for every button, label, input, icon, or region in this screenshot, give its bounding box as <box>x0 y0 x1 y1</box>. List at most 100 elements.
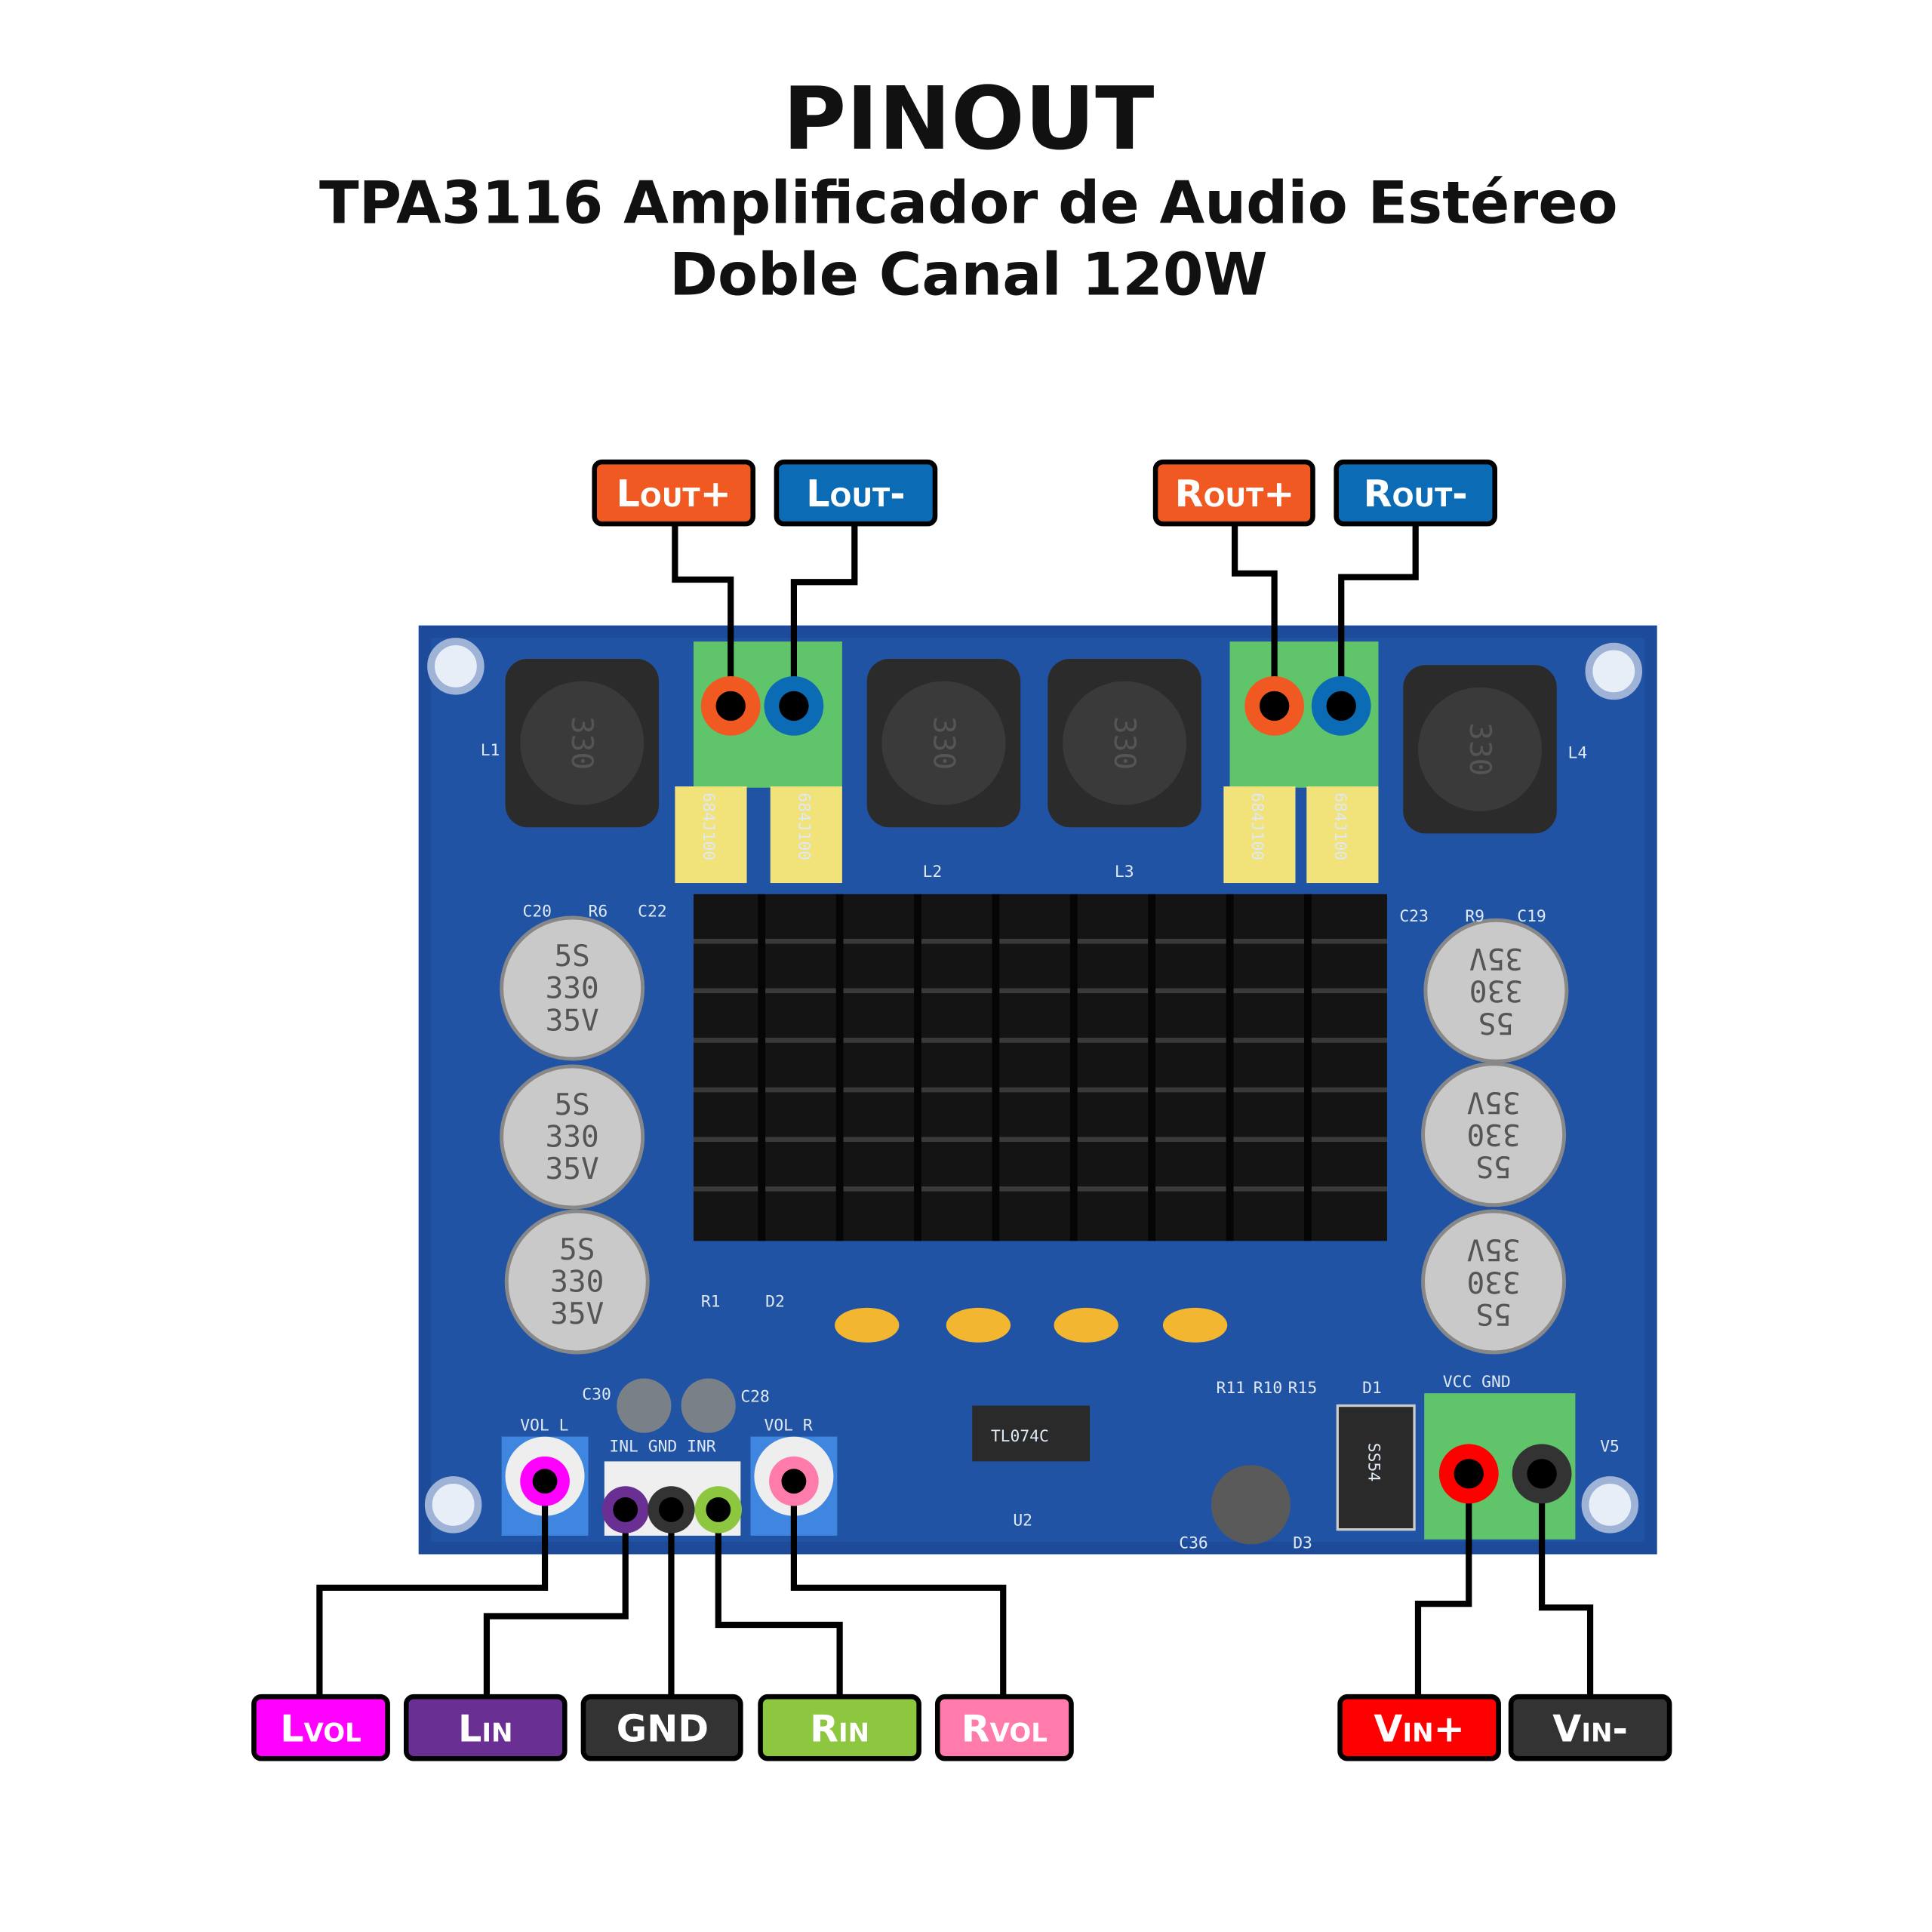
pin-dot-rvol <box>769 1456 819 1506</box>
label-lvol: Lvol <box>251 1694 390 1761</box>
svg-text:L3: L3 <box>1115 863 1134 881</box>
label-rin: Rin <box>758 1694 921 1761</box>
svg-text:INL GND INR: INL GND INR <box>609 1437 715 1456</box>
svg-text:330: 330 <box>546 1120 599 1155</box>
svg-text:5S: 5S <box>554 939 589 974</box>
svg-text:R1: R1 <box>701 1292 721 1311</box>
pin-dots <box>520 676 1572 1534</box>
pin-dot-rout-minus <box>1311 676 1371 736</box>
svg-text:684J100: 684J100 <box>699 792 718 860</box>
pin-dot-lout-plus <box>700 676 761 736</box>
label-lin: Lin <box>403 1694 568 1761</box>
svg-text:C30: C30 <box>582 1385 611 1404</box>
svg-text:35V: 35V <box>546 1003 599 1038</box>
svg-text:SS54: SS54 <box>1364 1443 1383 1481</box>
label-vin-minus: Vin- <box>1508 1694 1672 1761</box>
svg-text:GND: GND <box>617 1706 709 1750</box>
svg-text:C23: C23 <box>1399 907 1429 926</box>
svg-text:Rin: Rin <box>810 1706 869 1750</box>
capacitor-c28 <box>681 1378 736 1433</box>
pin-dot-vin-plus <box>1438 1444 1499 1504</box>
svg-text:D1: D1 <box>1362 1379 1382 1398</box>
svg-text:C36: C36 <box>1179 1534 1208 1552</box>
svg-text:Vin-: Vin- <box>1552 1706 1628 1750</box>
svg-text:R11: R11 <box>1216 1379 1245 1398</box>
pin-dot-rout-plus <box>1244 676 1304 736</box>
silkscreen: VOL L VOL R INL GND INR C30 C28 VCC GND … <box>481 741 1620 1552</box>
svg-text:330: 330 <box>1107 716 1142 770</box>
label-rout-minus: Rout- <box>1334 459 1497 527</box>
svg-text:330: 330 <box>1467 1264 1521 1299</box>
svg-text:35V: 35V <box>1469 941 1523 976</box>
svg-text:C22: C22 <box>638 902 667 921</box>
svg-text:330: 330 <box>1467 1117 1521 1152</box>
svg-text:330: 330 <box>926 716 961 770</box>
subtitle-line-2: Doble Canal 120W <box>669 242 1268 309</box>
svg-text:Rout-: Rout- <box>1364 472 1468 515</box>
svg-text:684J100: 684J100 <box>1331 792 1349 860</box>
svg-text:VCC GND: VCC GND <box>1443 1373 1511 1392</box>
mounting-holes <box>424 638 1642 1534</box>
svg-text:L4: L4 <box>1568 743 1588 762</box>
svg-text:D3: D3 <box>1293 1534 1312 1552</box>
svg-text:C19: C19 <box>1517 907 1546 926</box>
heatsink <box>693 894 1387 1241</box>
pin-dot-lin <box>601 1486 649 1534</box>
svg-text:TL074C: TL074C <box>991 1427 1049 1446</box>
svg-text:330: 330 <box>546 971 599 1006</box>
svg-text:D2: D2 <box>765 1292 785 1311</box>
pin-dot-gnd <box>648 1486 695 1534</box>
svg-text:Lout-: Lout- <box>806 472 906 515</box>
svg-text:330: 330 <box>1469 974 1523 1008</box>
svg-text:R6: R6 <box>588 902 608 921</box>
label-rvol: Rvol <box>934 1694 1074 1761</box>
svg-text:Rvol: Rvol <box>961 1706 1048 1750</box>
svg-text:330: 330 <box>550 1265 604 1300</box>
wires <box>316 524 1594 1697</box>
label-gnd: GND <box>580 1694 743 1761</box>
svg-text:5S: 5S <box>559 1232 595 1267</box>
svg-text:C28: C28 <box>740 1388 770 1407</box>
film-capacitors: 684J100 684J100 684J100 684J100 <box>675 786 1379 884</box>
svg-text:684J100: 684J100 <box>794 792 813 860</box>
pin-dot-rin <box>694 1486 742 1534</box>
label-rout-plus: Rout+ <box>1152 459 1315 527</box>
svg-text:VOL L: VOL L <box>520 1416 568 1435</box>
svg-text:L2: L2 <box>923 863 943 881</box>
svg-text:35V: 35V <box>1467 1084 1521 1119</box>
svg-text:Vin+: Vin+ <box>1374 1706 1464 1750</box>
ic-u2 <box>972 1405 1091 1462</box>
svg-text:Rout+: Rout+ <box>1175 472 1295 515</box>
svg-text:Lout+: Lout+ <box>617 472 731 515</box>
label-lout-plus: Lout+ <box>592 459 756 527</box>
svg-text:684J100: 684J100 <box>1247 792 1266 860</box>
svg-text:R15: R15 <box>1288 1379 1318 1398</box>
svg-text:5S: 5S <box>554 1088 589 1122</box>
svg-text:5S: 5S <box>1478 1005 1514 1040</box>
capacitor-c30 <box>617 1378 672 1433</box>
svg-text:C20: C20 <box>523 902 552 921</box>
svg-text:5S: 5S <box>1475 1149 1511 1184</box>
subtitle-line-1: TPA3116 Amplificador de Audio Estéreo <box>319 169 1618 237</box>
svg-text:330: 330 <box>1463 722 1497 776</box>
pin-dot-lout-minus <box>764 676 824 736</box>
svg-text:U2: U2 <box>1013 1512 1032 1531</box>
svg-text:Lin: Lin <box>458 1706 512 1750</box>
page-title: PINOUT <box>783 69 1154 170</box>
svg-text:V5: V5 <box>1600 1437 1620 1456</box>
svg-text:35V: 35V <box>550 1297 604 1331</box>
svg-text:R9: R9 <box>1465 907 1484 926</box>
svg-text:R10: R10 <box>1254 1379 1283 1398</box>
pin-dot-lvol <box>520 1456 570 1506</box>
inductors: 330 330 330 330 <box>505 659 1557 834</box>
capacitor-c36 <box>1211 1465 1291 1545</box>
diode-d1 <box>1336 1404 1416 1531</box>
pcb-board: 330 330 330 330 684J100 684J100 684J100 … <box>418 625 1657 1555</box>
ceramic-capacitors <box>835 1307 1228 1343</box>
svg-text:VOL R: VOL R <box>764 1416 813 1435</box>
svg-text:35V: 35V <box>546 1152 599 1186</box>
pin-dot-vin-minus <box>1512 1444 1572 1504</box>
svg-text:Lvol: Lvol <box>280 1706 361 1750</box>
